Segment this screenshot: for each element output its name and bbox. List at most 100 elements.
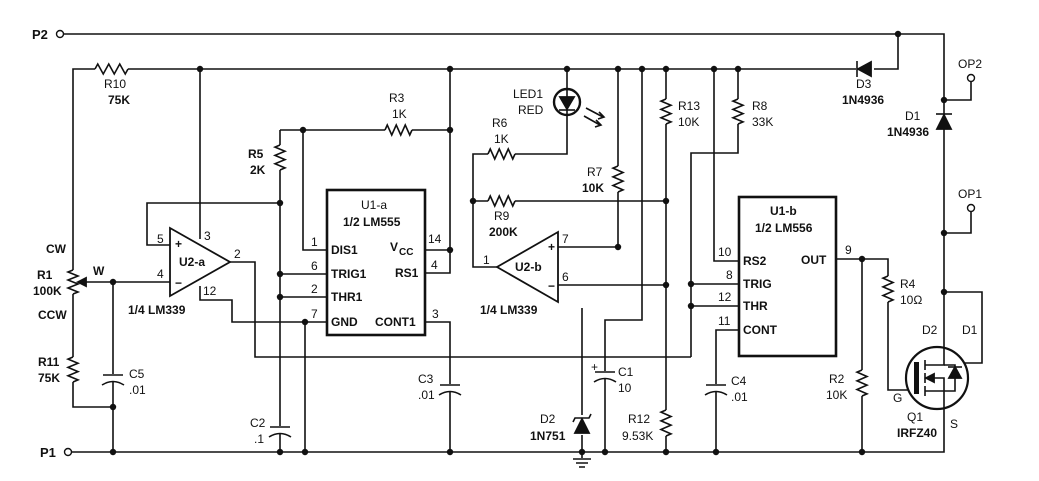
capacitor-plate-curved	[593, 377, 617, 383]
junction-dot	[578, 448, 586, 456]
wire	[604, 69, 643, 452]
wire	[944, 212, 972, 234]
resistor-zigzag	[880, 275, 896, 303]
led1-ref: LED1	[513, 87, 543, 101]
u2a-plus-sign: +	[175, 237, 182, 251]
c3-value: .01	[418, 388, 435, 402]
c2-ref: C2	[250, 416, 266, 430]
u2a-ref: U2-a	[179, 255, 205, 269]
pot-ccw-label: CCW	[38, 308, 67, 322]
r13-value: 10K	[678, 115, 699, 129]
junction-dot	[638, 65, 646, 73]
u1a-pin-trig: TRIG1	[331, 267, 367, 281]
u1a-pin-thr: THR1	[331, 290, 363, 304]
r11-value: 75K	[38, 371, 60, 385]
mosfet-gate-bar	[914, 362, 919, 394]
u2b-minus-sign: −	[548, 279, 555, 293]
resistor-r2	[854, 369, 870, 397]
diode-d3-icon	[856, 60, 872, 78]
wire	[472, 69, 568, 268]
u2a-part: 1/4 LM339	[128, 303, 186, 317]
junction-dot	[712, 448, 720, 456]
junction-dot	[601, 448, 609, 456]
u1a-pin-vcc-sub: CC	[399, 247, 413, 258]
junction-dot	[710, 65, 718, 73]
wire	[64, 33, 945, 348]
q1-ref: Q1	[907, 410, 923, 424]
r1-ref: R1	[37, 268, 53, 282]
u1b-ref: U1-b	[770, 204, 797, 218]
resistor-zigzag	[384, 123, 413, 137]
d2-value: 1N751	[530, 429, 566, 443]
resistor-r13	[658, 98, 674, 125]
terminal-p2	[55, 29, 65, 39]
r3-value: 1K	[392, 107, 407, 121]
u2a-pin2: 2	[234, 247, 241, 261]
u2b-plus-sign: +	[548, 240, 555, 254]
q1-value: IRFZ40	[897, 426, 937, 440]
r7-ref: R7	[587, 165, 603, 179]
c3-ref: C3	[418, 372, 434, 386]
u1b-pin-out: OUT	[801, 253, 827, 267]
junction-dot	[276, 293, 284, 301]
resistor-r6	[487, 147, 516, 161]
r12-value: 9.53K	[622, 429, 653, 443]
c1-polarity: +	[591, 360, 598, 374]
capacitor-plate-curved	[101, 380, 125, 386]
r8-ref: R8	[752, 99, 768, 113]
junction-dot	[894, 30, 902, 38]
junction-dot	[299, 126, 307, 134]
opamp-u2a	[169, 226, 232, 298]
q1-d2-label: D2	[922, 323, 938, 337]
terminal-p1	[63, 447, 73, 457]
resistor-zigzag	[65, 269, 81, 295]
u1b-pin-cont: CONT	[743, 323, 778, 337]
u2a-pin3: 3	[204, 229, 211, 243]
u1a-pin-rs: RS1	[395, 266, 419, 280]
d1-value: 1N4936	[887, 125, 929, 139]
u1b-pin-trig: TRIG	[743, 277, 772, 291]
r4-ref: R4	[900, 277, 916, 291]
resistor-r5	[272, 144, 288, 171]
terminal-op1-label: OP1	[958, 187, 982, 201]
potentiometer-wiper-arrow-icon	[75, 276, 87, 288]
u1b-num-out: 9	[845, 243, 852, 257]
c4-value: .01	[731, 390, 748, 404]
u1a-num-cont: 3	[432, 307, 439, 321]
u1a-pin-dis: DIS1	[331, 243, 358, 257]
led1-value: RED	[518, 103, 544, 117]
ground-icon	[573, 458, 591, 468]
u2b-pin7: 7	[562, 232, 569, 246]
resistor-zigzag	[658, 409, 674, 437]
q1-d1-label: D1	[962, 323, 978, 337]
zener-bar	[572, 413, 592, 423]
u2b-pin6: 6	[562, 270, 569, 284]
r12-ref: R12	[628, 412, 650, 426]
u2a-minus-sign: −	[175, 276, 182, 290]
c5-value: .01	[129, 383, 146, 397]
capacitor-plate-curved	[268, 432, 292, 438]
zener-diode-d2-icon	[573, 416, 591, 434]
resistor-zigzag	[658, 98, 674, 125]
q1-source-label: S	[950, 417, 958, 431]
light-emission-arrows-icon	[583, 107, 606, 128]
mask	[101, 374, 125, 382]
resistor-r3	[384, 123, 413, 137]
resistor-r8	[730, 98, 746, 125]
r13-ref: R13	[678, 99, 700, 113]
pot-wiper-label: W	[93, 264, 105, 278]
junction-dot	[687, 302, 695, 310]
u1b-part: 1/2 LM556	[755, 221, 813, 235]
junction-dot	[276, 270, 284, 278]
r11-ref: R11	[38, 355, 60, 369]
u1b-pin-thr: THR	[743, 299, 768, 313]
terminal-op2-label: OP2	[958, 57, 982, 71]
resistor-r12	[658, 409, 674, 437]
u1a-pin-vcc: V	[390, 240, 398, 254]
u1a-num-thr: 2	[311, 282, 318, 296]
r9-ref: R9	[494, 209, 510, 223]
wire	[944, 82, 972, 101]
resistor-r11	[65, 356, 81, 383]
u2a-pin5: 5	[157, 232, 164, 246]
